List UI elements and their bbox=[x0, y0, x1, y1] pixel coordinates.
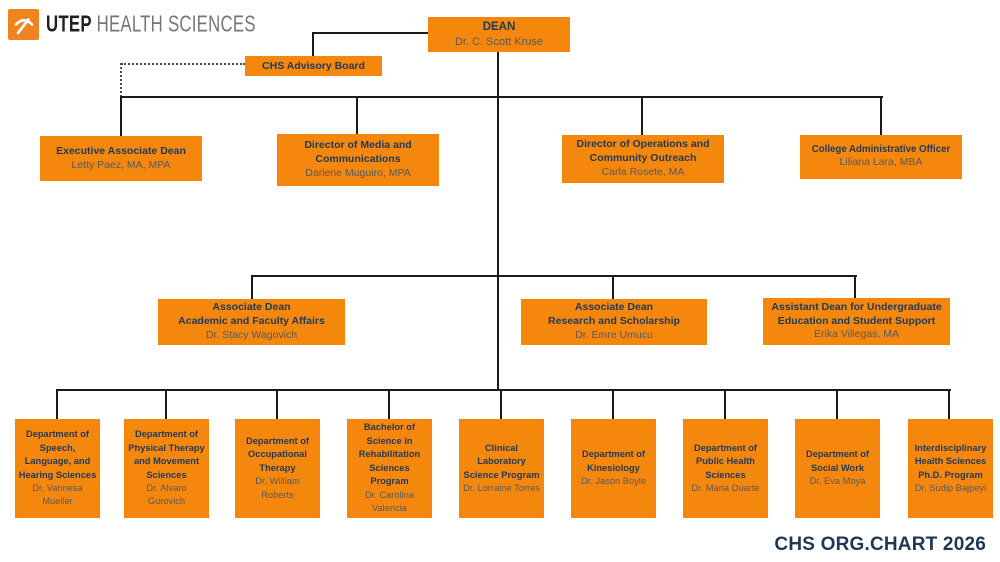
node-title: College Administrative Officer bbox=[811, 143, 951, 155]
node-title: Associate Dean Research and Scholarship bbox=[548, 301, 680, 328]
node-person: Letty Paez, MA, MPA bbox=[71, 158, 171, 171]
connector-line bbox=[854, 275, 856, 300]
node-title: Executive Associate Dean bbox=[56, 144, 186, 157]
node-person: Dr. Emre Umucu bbox=[575, 328, 653, 341]
node-title: Department of Public Health Sciences bbox=[693, 442, 758, 480]
connector-line-dotted bbox=[120, 63, 122, 97]
node-person: Dr. Jason Boyle bbox=[580, 476, 647, 487]
connector-line bbox=[56, 389, 951, 391]
connector-line bbox=[251, 275, 253, 301]
node-person: Liliana Lara, MBA bbox=[839, 156, 923, 169]
connector-line bbox=[388, 389, 390, 421]
node-title: CHS Advisory Board bbox=[262, 60, 365, 72]
connector-line bbox=[612, 275, 614, 301]
org-node-bs-rehabilitation-sciences: Bachelor of Science in Rehabilitation Sc… bbox=[347, 419, 432, 518]
org-node-advisory-board: CHS Advisory Board bbox=[245, 56, 382, 76]
node-title: Assistant Dean for Undergraduate Educati… bbox=[771, 300, 942, 327]
connector-line bbox=[836, 389, 838, 421]
org-node-clinical-laboratory-science: Clinical Laboratory Science Program Dr. … bbox=[459, 419, 544, 518]
connector-line-dotted bbox=[121, 63, 245, 65]
org-node-interdisciplinary-phd: Interdisciplinary Health Sciences Ph.D. … bbox=[908, 419, 993, 518]
node-title: Director of Operations and Community Out… bbox=[576, 138, 710, 165]
connector-line bbox=[121, 96, 883, 98]
org-node-director-operations-outreach: Director of Operations and Community Out… bbox=[562, 135, 724, 183]
connector-line bbox=[165, 389, 167, 421]
org-node-executive-associate-dean: Executive Associate Dean Letty Paez, MA,… bbox=[40, 136, 202, 181]
connector-line bbox=[313, 32, 430, 34]
connector-line bbox=[252, 275, 857, 277]
connector-line bbox=[120, 96, 122, 138]
node-person: Dr. C. Scott Kruse bbox=[454, 35, 544, 48]
node-person: Dr. Vannesa Mueller bbox=[32, 482, 83, 507]
node-person: Dr. Lorraine Torres bbox=[463, 482, 540, 493]
utep-logo: UTEP HEALTH SCIENCES bbox=[8, 9, 308, 40]
node-title: Department of Occupational Therapy bbox=[245, 435, 310, 473]
connector-line bbox=[948, 389, 950, 421]
org-node-dept-occupational-therapy: Department of Occupational Therapy Dr. W… bbox=[235, 419, 320, 518]
logo-text-utep: UTEP bbox=[46, 11, 92, 37]
logo-wordmark: UTEP HEALTH SCIENCES bbox=[46, 12, 256, 38]
org-node-dept-physical-therapy: Department of Physical Therapy and Movem… bbox=[124, 419, 209, 518]
node-person: Dr. Stacy Wagovich bbox=[205, 328, 298, 341]
org-node-college-administrative-officer: College Administrative Officer Liliana L… bbox=[800, 135, 962, 179]
node-person: Erika Villegas, MA bbox=[813, 328, 899, 341]
node-title: Bachelor of Science in Rehabilitation Sc… bbox=[358, 422, 421, 487]
org-node-assistant-dean-undergraduate: Assistant Dean for Undergraduate Educati… bbox=[763, 298, 950, 345]
connector-line bbox=[312, 32, 314, 58]
connector-line bbox=[276, 389, 278, 421]
org-node-dept-social-work: Department of Social Work Dr. Eva Moya bbox=[795, 419, 880, 518]
node-title: Director of Media and Communications bbox=[304, 139, 412, 166]
connector-line bbox=[497, 52, 499, 391]
connector-line bbox=[880, 96, 882, 137]
connector-line bbox=[500, 389, 502, 421]
node-person: Dr. Carolina Valencia bbox=[364, 489, 415, 514]
connector-line bbox=[612, 389, 614, 421]
node-person: Carla Rosete, MA bbox=[601, 165, 685, 178]
org-node-director-media-communications: Director of Media and Communications Dar… bbox=[277, 134, 439, 186]
org-node-dept-public-health: Department of Public Health Sciences Dr.… bbox=[683, 419, 768, 518]
connector-line bbox=[356, 96, 358, 136]
chart-caption: CHS ORG.CHART 2026 bbox=[774, 534, 986, 555]
node-person: Dr. Eva Moya bbox=[809, 476, 866, 487]
node-title: Associate Dean Academic and Faculty Affa… bbox=[178, 301, 325, 328]
org-node-dept-kinesiology: Department of Kinesiology Dr. Jason Boyl… bbox=[571, 419, 656, 518]
node-title: Interdisciplinary Health Sciences Ph.D. … bbox=[914, 442, 987, 480]
node-title: Department of Physical Therapy and Movem… bbox=[128, 429, 205, 480]
pickaxe-icon bbox=[8, 9, 39, 40]
logo-text-health-sciences: HEALTH SCIENCES bbox=[96, 11, 256, 37]
connector-line bbox=[724, 389, 726, 421]
node-person: Dr. William Roberts bbox=[255, 476, 300, 500]
node-title: Clinical Laboratory Science Program bbox=[463, 442, 540, 480]
node-title: Department of Kinesiology bbox=[581, 449, 646, 473]
node-title: Department of Speech, Language, and Hear… bbox=[18, 429, 97, 480]
org-node-dept-speech-language-hearing: Department of Speech, Language, and Hear… bbox=[15, 419, 100, 518]
org-node-associate-dean-academic: Associate Dean Academic and Faculty Affa… bbox=[158, 299, 345, 345]
node-person: Dr. Sudip Bajpeyi bbox=[914, 482, 987, 493]
org-node-associate-dean-research: Associate Dean Research and Scholarship … bbox=[521, 299, 707, 345]
node-person: Dr. Maria Duarte bbox=[691, 482, 760, 493]
node-person: Darlene Muguiro, MPA bbox=[305, 166, 411, 179]
connector-line bbox=[641, 96, 643, 137]
node-title: Department of Social Work bbox=[805, 449, 870, 473]
node-title: DEAN bbox=[482, 20, 516, 33]
node-person: Dr. Alvaro Gurovich bbox=[146, 482, 187, 507]
org-node-dean: DEAN Dr. C. Scott Kruse bbox=[428, 17, 570, 52]
connector-line bbox=[56, 389, 58, 421]
